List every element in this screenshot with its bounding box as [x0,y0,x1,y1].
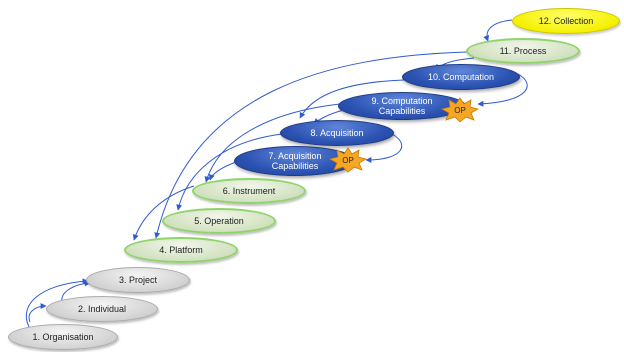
node-computation[interactable]: 10. Computation [402,64,520,90]
arrow-organisation-individual [28,303,47,323]
node-organisation[interactable]: 1. Organisation [8,324,118,350]
arrow-computation-capabilities-instrument [204,103,341,183]
arrow-acquisition-operation [176,133,283,211]
op-badge-acquisition-capabilities: OP [328,147,368,173]
op-badge-label: OP [454,105,466,115]
node-platform[interactable]: 4. Platform [124,237,238,263]
arrow-acquisition-capabilities [365,133,403,163]
arrow-computation-capabilities [477,73,528,107]
arrow-instrument-platform [132,185,195,241]
arrow-process-platform [154,51,469,239]
node-instrument[interactable]: 6. Instrument [192,178,306,204]
node-project[interactable]: 3. Project [86,267,190,293]
arrow-acquisition-capabilities-instrument [208,161,237,181]
arrow-organisation-project [25,278,89,333]
starburst-icon [328,147,368,173]
arrow-collection-process [483,19,513,42]
node-process[interactable]: 11. Process [466,38,580,64]
node-individual[interactable]: 2. Individual [46,296,158,322]
op-badge-computation-capabilities: OP [440,97,480,123]
node-collection[interactable]: 12. Collection [512,8,620,34]
node-acquisition[interactable]: 8. Acquisition [280,120,394,146]
op-badge-label: OP [342,155,354,165]
node-operation[interactable]: 5. Operation [162,208,276,234]
starburst-icon [440,97,480,123]
arrow-computation-acquisition [299,79,405,119]
